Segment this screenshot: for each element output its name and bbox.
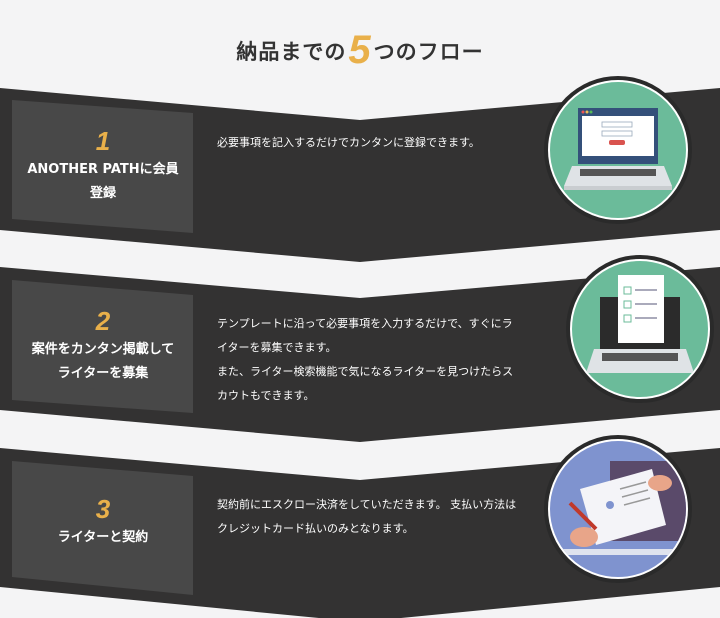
description-text: 必要事項を記入するだけでカンタンに登録できます。 [217, 136, 480, 149]
step-1-description: 必要事項を記入するだけでカンタンに登録できます。 [217, 131, 517, 155]
step-title-line: ANOTHER PATHに会員 [27, 162, 179, 177]
step-3-box [12, 461, 193, 595]
step-3-description: 契約前にエスクロー決済をしていただきます。 支払い方法はクレジットカード払いのみ… [217, 493, 517, 541]
step-title-line: ライターと契約 [57, 530, 149, 545]
description-text: また、ライター検索機能で気になるライターを見つけたらスカウトもできます。 [217, 365, 514, 402]
title-suffix: つのフロー [373, 40, 484, 64]
description-text: 契約前にエスクロー決済をしていただきます。 支払い方法はクレジットカード払いのみ… [217, 498, 517, 535]
step-3-title: 3 ライターと契約 [12, 492, 194, 550]
laptop-checklist-icon [570, 259, 710, 399]
page-title: 納品までの5つのフロー [0, 28, 720, 73]
step-title-line: 案件をカンタン掲載して [31, 342, 175, 357]
step-2-title: 2 案件をカンタン掲載して ライターを募集 [12, 304, 194, 386]
step-title-line: ライターを募集 [57, 366, 149, 381]
step-number: 1 [95, 126, 111, 156]
step-number: 2 [95, 306, 111, 336]
contract-signing-icon [548, 439, 688, 579]
step-2-description: テンプレートに沿って必要事項を入力するだけで、すぐにライターを募集できます。 ま… [217, 312, 519, 408]
title-number: 5 [348, 28, 372, 72]
step-number: 3 [95, 494, 111, 524]
step-1-title: 1 ANOTHER PATHに会員 登録 [12, 124, 194, 206]
step-2-box [12, 280, 193, 413]
description-text: テンプレートに沿って必要事項を入力するだけで、すぐにライターを募集できます。 [217, 317, 513, 354]
laptop-login-icon [548, 80, 688, 220]
step-title-line: 登録 [89, 186, 116, 201]
title-prefix: 納品までの [236, 40, 347, 64]
step-1-box [12, 100, 193, 233]
